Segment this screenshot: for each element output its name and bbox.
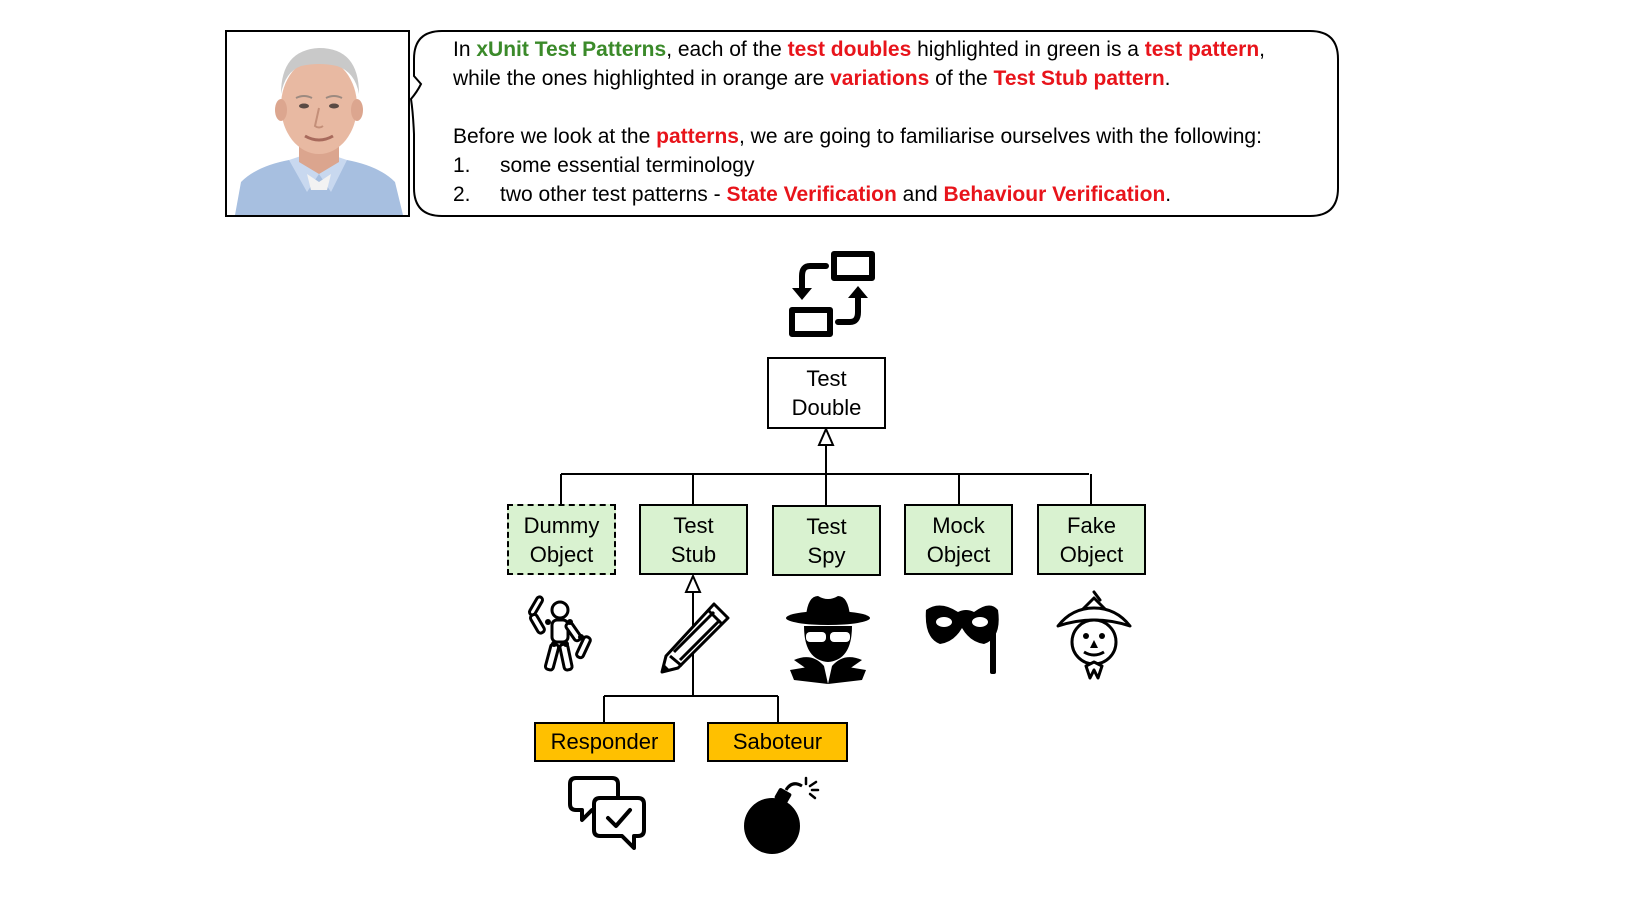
node-dummy-object: Dummy Object: [507, 504, 616, 575]
highlight-red: Test Stub pattern: [993, 67, 1165, 90]
text-segment: Before we look at the: [453, 125, 657, 148]
node-saboteur: Saboteur: [707, 722, 848, 762]
speech-bubble-text: In xUnit Test Patterns, each of the test…: [453, 35, 1323, 209]
text-segment: , we are going to familiarise ourselves …: [738, 125, 1262, 148]
list-text: some essential terminology: [500, 151, 754, 180]
speech-bubble: [410, 30, 1339, 217]
highlight-red: test pattern: [1144, 38, 1260, 61]
wooden-mannequin-icon: [528, 595, 592, 672]
node-test-spy: Test Spy: [772, 505, 881, 576]
highlight-red: Behaviour Verification: [943, 183, 1166, 206]
highlight-red: variations: [830, 67, 930, 90]
highlight-red: State Verification: [726, 183, 897, 206]
presenter-photo: [225, 30, 410, 217]
text-segment: highlighted in green is a: [911, 38, 1145, 61]
text-segment: while the ones highlighted in orange are: [453, 67, 831, 90]
text-segment: ,: [1259, 38, 1265, 61]
text-segment: of the: [929, 67, 994, 90]
node-mock-object: Mock Object: [904, 504, 1013, 575]
bubble-list-item: 1. some essential terminology: [453, 151, 1323, 180]
text-segment: .: [1165, 183, 1172, 206]
bubble-list-item: 2. two other test patterns - State Verif…: [453, 180, 1323, 209]
node-fake-object: Fake Object: [1037, 504, 1146, 575]
bubble-line-1: In xUnit Test Patterns, each of the test…: [453, 35, 1323, 64]
node-responder: Responder: [534, 722, 675, 762]
bubble-line-3: Before we look at the patterns, we are g…: [453, 122, 1323, 151]
bubble-line-2: while the ones highlighted in orange are…: [453, 64, 1323, 93]
list-number: 1.: [453, 154, 471, 177]
highlight-red: test doubles: [787, 38, 912, 61]
scarecrow-icon: [1056, 590, 1132, 680]
node-test-stub: Test Stub: [639, 504, 748, 575]
chat-check-icon: [568, 776, 646, 850]
list-number: 2.: [453, 183, 471, 206]
highlight-green: xUnit Test Patterns: [476, 38, 667, 61]
inheritance-arrowhead: [817, 426, 835, 446]
inheritance-arrowhead: [684, 573, 702, 593]
text-segment: In: [453, 38, 477, 61]
swap-arrows-icon: [789, 251, 875, 337]
bomb-icon: [744, 776, 820, 854]
mask-icon: [925, 605, 999, 674]
text-segment: some essential terminology: [500, 154, 755, 177]
list-text: two other test patterns - State Verifica…: [500, 180, 1171, 209]
text-segment: .: [1164, 67, 1171, 90]
text-segment: two other test patterns -: [500, 183, 727, 206]
node-test-double: Test Double: [767, 357, 886, 429]
pencil-icon: [660, 602, 730, 674]
text-segment: , each of the: [666, 38, 788, 61]
spy-icon: [786, 596, 870, 684]
highlight-red: patterns: [656, 125, 739, 148]
text-segment: and: [896, 183, 944, 206]
